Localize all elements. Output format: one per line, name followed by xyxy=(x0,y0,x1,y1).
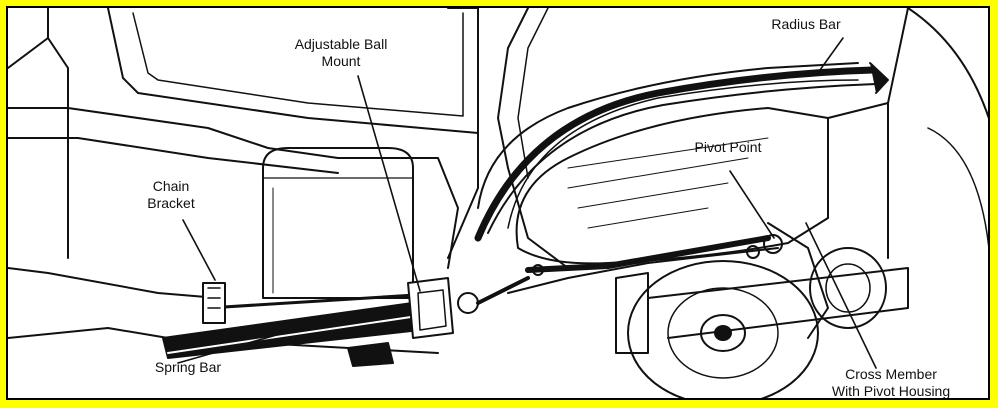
cross-member-leader xyxy=(805,222,877,369)
rear-tire xyxy=(627,260,819,398)
label-adjustable-ball-mount: Adjustable Ball Mount xyxy=(294,36,388,69)
radius-bar-art xyxy=(474,62,889,242)
label-pivot-point: Pivot Point xyxy=(694,139,762,155)
ball-mount-leader xyxy=(357,75,421,292)
leader-lines xyxy=(177,37,877,369)
hitch-illustration xyxy=(8,8,988,398)
chain-bracket-leader xyxy=(182,219,216,281)
propane-box xyxy=(262,147,414,299)
tow-vehicle xyxy=(477,8,988,354)
label-cross-member: Cross Member With Pivot Housing xyxy=(831,366,951,399)
cross-member xyxy=(647,222,909,339)
trailer-body xyxy=(8,8,479,354)
label-spring-bar: Spring Bar xyxy=(154,359,222,375)
pivot-link xyxy=(507,234,783,294)
label-radius-bar: Radius Bar xyxy=(771,16,841,32)
radius-bar-leader xyxy=(819,37,844,71)
spring-bar-leader xyxy=(177,325,309,364)
spring-bar-art xyxy=(162,276,530,367)
label-chain-bracket: Chain Bracket xyxy=(147,178,195,211)
diagram-frame: Radius Bar Adjustable Ball Mount Chain B… xyxy=(6,6,990,400)
pivot-point-leader xyxy=(729,170,775,239)
